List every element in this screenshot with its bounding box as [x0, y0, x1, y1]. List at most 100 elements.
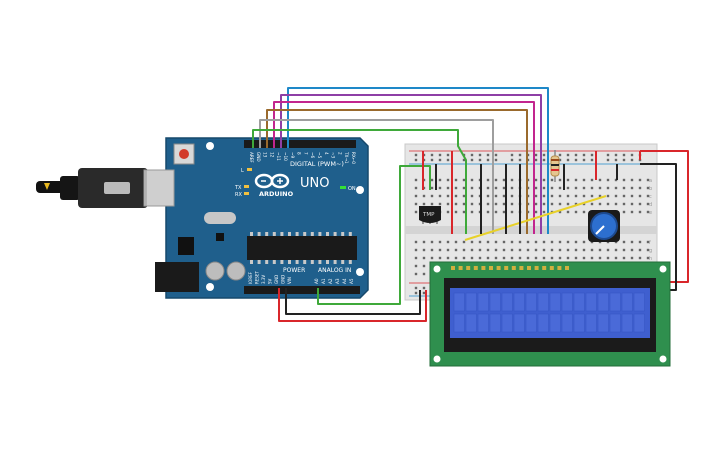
breadboard-hole [566, 202, 570, 206]
chip-pin [272, 260, 276, 264]
breadboard-hole [438, 194, 442, 198]
breadboard-hole [438, 202, 442, 206]
lcd-character-cell [585, 292, 597, 312]
mount-hole [433, 265, 441, 273]
digital-pin-label: 2 [337, 152, 342, 155]
power-analog-header[interactable] [244, 286, 360, 294]
digital-header[interactable] [244, 140, 356, 148]
breadboard-hole [478, 248, 482, 252]
breadboard-hole [550, 186, 554, 190]
wire-yellow[interactable] [464, 195, 607, 241]
breadboard-hole [582, 186, 586, 190]
lcd-character-cell [585, 313, 597, 333]
lcd-pin [504, 266, 509, 270]
rail-hole [630, 153, 634, 157]
mount-hole [206, 142, 214, 150]
lcd-character-cell [525, 292, 537, 312]
breadboard-jumpers [422, 151, 641, 234]
center-channel [405, 226, 657, 234]
breadboard-hole [454, 256, 458, 260]
breadboard-hole [542, 186, 546, 190]
chip-pin [265, 232, 269, 236]
rail-hole [414, 291, 418, 295]
usb-lightning-icon [44, 183, 50, 190]
lcd-16x2[interactable] [429, 261, 671, 367]
rail-hole [438, 153, 442, 157]
row-letter: h [649, 256, 652, 262]
smd-chip [216, 233, 224, 241]
power-pin-label: 3.3V [261, 275, 266, 284]
lcd-character-cells [453, 292, 645, 333]
wire-magenta[interactable] [273, 101, 535, 234]
chip-pin [288, 260, 291, 264]
lcd-pin [534, 266, 539, 270]
chip-pin [318, 260, 322, 264]
tmp-sensor[interactable]: TMP [419, 206, 441, 224]
wire-black-rail[interactable] [640, 163, 677, 291]
sensor-label: TMP [422, 212, 435, 218]
breadboard-hole [486, 256, 490, 260]
potentiometer[interactable] [588, 210, 620, 242]
breadboard-hole [486, 194, 490, 198]
rail-hole [574, 158, 578, 162]
breadboard-hole [614, 202, 618, 206]
breadboard-hole [630, 248, 634, 252]
wire-gray[interactable] [259, 119, 494, 234]
breadboard-hole [542, 240, 546, 244]
rail-hole [470, 153, 474, 157]
resistor[interactable] [550, 150, 560, 182]
wire-green-top[interactable] [252, 129, 467, 234]
breadboard-hole [582, 248, 586, 252]
breadboard-hole [486, 202, 490, 206]
lcd-character-cell [477, 313, 489, 333]
breadboard-hole [574, 194, 578, 198]
breadboard-hole [534, 210, 538, 214]
breadboard-hole [566, 240, 570, 244]
lcd-character-cell [609, 313, 621, 333]
lcd-character-cell [525, 313, 537, 333]
breadboard-hole [582, 256, 586, 260]
chip-pin [250, 260, 253, 264]
wire-green-analog[interactable] [317, 165, 431, 305]
breadboard-hole [470, 194, 474, 198]
lcd-character-cell [453, 292, 465, 312]
rail-hole [534, 153, 538, 157]
wire-red-rail[interactable] [640, 150, 689, 283]
digital-pin-label: ~11 [276, 152, 281, 161]
breadboard-hole [502, 248, 506, 252]
chip-pin [348, 232, 352, 236]
breadboard-hole [414, 186, 418, 190]
breadboard-hole [438, 178, 442, 182]
lcd-character-cell [573, 313, 585, 333]
breadboard-hole [646, 210, 650, 214]
power-label: POWER [283, 267, 305, 274]
usb-cable-tail [36, 181, 64, 193]
digital-pin-label: ~10 [283, 152, 288, 161]
lcd-character-cell [621, 313, 633, 333]
breadboard-hole [630, 256, 634, 260]
wire-purple[interactable] [280, 94, 542, 234]
wire-blue[interactable] [287, 87, 549, 234]
dc-power-jack [155, 262, 199, 292]
breadboard-hole [430, 240, 434, 244]
on-led [340, 186, 346, 189]
breadboard-hole [446, 210, 450, 214]
on-led-label: ON [348, 186, 356, 192]
breadboard-hole [454, 178, 458, 182]
rail-hole [438, 158, 442, 162]
tx-led [244, 185, 249, 188]
lcd-pin [511, 266, 516, 270]
breadboard-hole [422, 202, 426, 206]
wire-red-5v[interactable] [278, 288, 427, 322]
lcd-pin [542, 266, 547, 270]
analog-pin-label: A1 [321, 278, 326, 284]
breadboard-hole [534, 202, 538, 206]
breadboard-hole [606, 202, 610, 206]
breadboard-hole [446, 248, 450, 252]
lcd-character-cell [465, 313, 477, 333]
wire-black-gnd[interactable] [285, 288, 421, 315]
lcd-pin [549, 266, 554, 270]
digital-pin-label: 7 [303, 152, 308, 155]
rail-hole [486, 158, 490, 162]
